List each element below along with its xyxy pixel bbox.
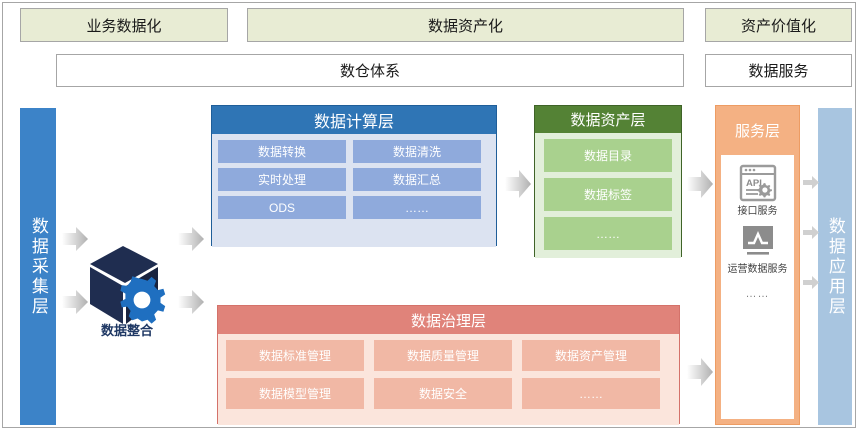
asset-item[interactable]: …… xyxy=(544,217,672,250)
data-integration-icon-group xyxy=(82,238,172,338)
monitor-chart-icon xyxy=(742,225,773,255)
compute-item[interactable]: ODS xyxy=(218,196,346,219)
data-integration-label: 数据整合 xyxy=(100,323,153,338)
compute-item[interactable]: 数据清洗 xyxy=(353,140,481,163)
governance-item[interactable]: …… xyxy=(522,378,660,409)
service-item-label: 运营数据服务 xyxy=(727,263,788,275)
arrow-asset-to-service xyxy=(687,170,713,198)
asset-item[interactable]: 数据目录 xyxy=(544,139,672,172)
service-item-api[interactable]: API 接口服务 xyxy=(738,163,778,219)
subheader-data-warehouse-system[interactable]: 数仓体系 xyxy=(56,54,684,87)
arrow-governance-to-service xyxy=(687,358,713,386)
data-application-layer-label: 数据应用层 xyxy=(825,216,845,317)
subheader-label: 数据服务 xyxy=(748,63,809,80)
governance-item[interactable]: 数据标准管理 xyxy=(226,340,364,371)
service-more-label: …… xyxy=(745,288,770,300)
data-compute-layer-title: 数据计算层 xyxy=(313,114,394,131)
governance-item[interactable]: 数据资产管理 xyxy=(522,340,660,371)
service-layer-title: 服务层 xyxy=(734,123,780,140)
arrow-integration-to-governance xyxy=(178,290,204,314)
data-application-layer-bar[interactable]: 数据应用层 xyxy=(818,108,852,425)
compute-item[interactable]: 数据汇总 xyxy=(353,168,481,191)
arrow-service-to-app-1 xyxy=(803,176,819,189)
stage-header-business-datafication[interactable]: 业务数据化 xyxy=(20,8,228,42)
arrow-integration-to-compute xyxy=(178,227,204,251)
cube-gear-icon xyxy=(90,246,166,324)
governance-item[interactable]: 数据模型管理 xyxy=(226,378,364,409)
stage-header-label: 数据资产化 xyxy=(427,17,503,35)
governance-item[interactable]: 数据安全 xyxy=(374,378,512,409)
svg-text:API: API xyxy=(746,178,762,189)
arrow-service-to-app-2 xyxy=(803,226,819,239)
stage-header-data-assetization[interactable]: 数据资产化 xyxy=(247,8,684,42)
asset-item[interactable]: 数据标签 xyxy=(544,178,672,211)
data-compute-layer-panel[interactable]: 数据计算层 数据转换 数据清洗 实时处理 数据汇总 ODS …… xyxy=(211,105,497,247)
arrow-compute-to-asset xyxy=(505,170,531,198)
data-collection-layer-label: 数据采集层 xyxy=(28,216,48,317)
api-window-gear-icon: API xyxy=(739,164,776,202)
service-item-label: 接口服务 xyxy=(737,206,778,217)
data-asset-layer-title: 数据资产层 xyxy=(570,112,646,129)
data-governance-layer-items: 数据标准管理 数据质量管理 数据资产管理 数据模型管理 数据安全 …… xyxy=(218,334,679,425)
subheader-data-service[interactable]: 数据服务 xyxy=(705,54,852,87)
service-layer-panel[interactable]: 服务层 API 接口服务 xyxy=(715,105,800,425)
arrow-service-to-app-3 xyxy=(803,276,819,289)
compute-item[interactable]: …… xyxy=(353,196,481,219)
data-governance-layer-panel[interactable]: 数据治理层 数据标准管理 数据质量管理 数据资产管理 数据模型管理 数据安全 …… xyxy=(217,305,680,425)
data-asset-layer-items: 数据目录 数据标签 …… xyxy=(535,133,681,258)
subheader-label: 数仓体系 xyxy=(339,63,400,80)
stage-header-label: 业务数据化 xyxy=(86,17,162,35)
service-item-operations-data[interactable]: 运营数据服务 xyxy=(728,223,788,277)
arrow-collect-to-integration-top xyxy=(62,227,88,251)
data-compute-layer-items: 数据转换 数据清洗 实时处理 数据汇总 ODS …… xyxy=(212,134,496,247)
stage-header-label: 资产价值化 xyxy=(740,17,816,35)
governance-item[interactable]: 数据质量管理 xyxy=(374,340,512,371)
arrow-collect-to-integration-bottom xyxy=(62,290,88,314)
stage-header-asset-valorization[interactable]: 资产价值化 xyxy=(705,8,852,42)
compute-item[interactable]: 数据转换 xyxy=(218,140,346,163)
service-layer-items: API 接口服务 运营数据服务 …… xyxy=(721,155,794,419)
compute-item[interactable]: 实时处理 xyxy=(218,168,346,191)
data-collection-layer-bar[interactable]: 数据采集层 xyxy=(20,108,56,425)
data-governance-layer-title: 数据治理层 xyxy=(410,312,486,330)
data-asset-layer-panel[interactable]: 数据资产层 数据目录 数据标签 …… xyxy=(534,105,682,258)
